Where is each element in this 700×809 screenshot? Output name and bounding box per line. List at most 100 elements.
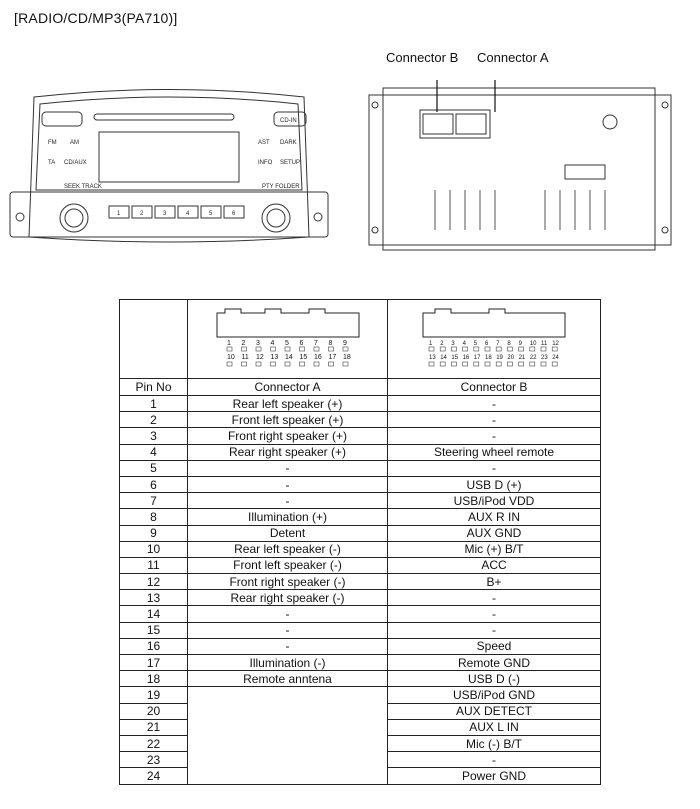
connector-b-function: USB D (+) <box>387 475 601 494</box>
connector-b-pin-bottom-label: 15 <box>451 355 458 361</box>
connector-b-pin-top-label: 11 <box>541 341 548 347</box>
table-row: 16-Speed <box>119 637 601 656</box>
connector-b-function: ACC <box>387 556 601 575</box>
connector-b-pin-top-box <box>507 346 513 351</box>
connector-b-pin-bottom-label: 16 <box>463 355 470 361</box>
connector-b-function: Remote GND <box>387 653 601 672</box>
connector-b-pin-bottom-box <box>540 361 547 366</box>
connector-a-pin-bottom-box <box>226 361 232 366</box>
btn-preset-2: 2 <box>140 211 144 217</box>
connector-b-pin-top-box <box>439 346 446 351</box>
pin-number: 21 <box>119 718 188 736</box>
connector-b-pin-bottom-box <box>551 361 558 366</box>
pin-number: 10 <box>119 540 188 558</box>
connector-b-pin-top-label: 7 <box>496 341 500 347</box>
header-connector-b: Connector B <box>387 378 601 396</box>
connector-b-pin-bottom-box <box>439 361 446 366</box>
connector-b-function: AUX DETECT <box>387 702 601 720</box>
connector-a-function: - <box>187 459 388 477</box>
connector-b-function: - <box>387 589 601 607</box>
radio-front-view: FM AM TA CD/AUX AST DARK INFO SETUP SEEK… <box>9 89 329 243</box>
connector-b-function: - <box>387 751 601 769</box>
table-row: 15-- <box>119 621 601 639</box>
pin-number: 1 <box>119 394 188 413</box>
connector-a-pin-top-label: 9 <box>343 340 347 347</box>
btn-setup: SETUP <box>280 160 300 166</box>
connector-b-pin-top-box <box>551 346 558 351</box>
btn-preset-3: 3 <box>163 211 167 217</box>
pin-number: 14 <box>119 605 188 623</box>
connector-b-pin-bottom-label: 13 <box>429 355 436 361</box>
connector-a-function: Rear left speaker (-) <box>187 540 388 558</box>
connector-b-label: Connector B <box>386 50 459 65</box>
connector-a-function: - <box>187 492 388 510</box>
connector-b-function: USB D (-) <box>387 670 601 688</box>
pin-number: 16 <box>119 637 188 656</box>
connector-b-pin-top-label: 6 <box>485 341 489 347</box>
connector-a-pin-top-box <box>284 346 290 351</box>
connector-a-pin-bottom-label: 12 <box>256 354 264 361</box>
connector-b-pin-top-label: 10 <box>530 341 537 347</box>
connector-a-pin-bottom-label: 15 <box>299 354 307 361</box>
connector-b-pin-top-box <box>462 346 468 351</box>
btn-preset-6: 6 <box>232 211 236 217</box>
connector-a-pin-bottom-label: 14 <box>285 354 293 361</box>
btn-dark: DARK <box>280 140 297 146</box>
pin-number: 18 <box>119 670 188 688</box>
connector-b-pin-bottom-label: 14 <box>440 355 447 361</box>
pin-number: 7 <box>119 492 188 510</box>
table-row: 7-USB/iPod VDD <box>119 492 601 510</box>
connector-b-pin-top-box <box>428 346 435 351</box>
pin-number: 15 <box>119 621 188 639</box>
connector-a-function: Rear left speaker (+) <box>187 394 388 413</box>
connector-a-pin-bottom-box <box>298 361 305 366</box>
connector-a-function: Front left speaker (+) <box>187 411 388 429</box>
connector-a-pin-bottom-label: 17 <box>328 354 336 361</box>
connector-b-function: Steering wheel remote <box>387 443 601 461</box>
pin-number: 4 <box>119 443 188 461</box>
connector-b-function: Speed <box>387 637 601 656</box>
connector-b-pin-bottom-label: 17 <box>474 355 481 361</box>
connector-a-pin-bottom-label: 11 <box>241 354 248 361</box>
connector-b-pin-top-label: 2 <box>440 341 444 347</box>
connector-a-pin-bottom-box <box>313 361 319 366</box>
connector-a-function: Rear right speaker (+) <box>187 443 388 461</box>
btn-cd-in: CD-IN <box>280 118 297 124</box>
header-blank-cell <box>119 299 188 379</box>
connector-a-function: Rear right speaker (-) <box>187 589 388 607</box>
pin-number: 13 <box>119 589 188 607</box>
connector-b-function: USB/iPod GND <box>387 686 601 704</box>
connector-b-pin-top-label: 12 <box>552 341 559 347</box>
connector-b-pin-top-box <box>451 346 457 351</box>
connector-a-function: - <box>187 475 388 494</box>
pin-number: 12 <box>119 573 188 591</box>
connector-a-function: Remote anntena <box>187 670 388 688</box>
connector-a-pin-bottom-box <box>284 361 290 366</box>
connector-b-pin-top-box <box>540 346 547 351</box>
btn-info: INFO <box>258 160 273 166</box>
connector-a-pin-top-box <box>342 346 348 351</box>
connector-b-pin-bottom-label: 18 <box>485 355 492 361</box>
pin-number: 11 <box>119 556 188 575</box>
pin-number: 17 <box>119 653 188 672</box>
btn-am: AM <box>70 140 79 146</box>
connector-a-pin-bottom-box <box>255 361 261 366</box>
connector-b-pin-top-box <box>495 346 502 351</box>
btn-ast: AST <box>258 140 270 146</box>
btn-preset-5: 5 <box>209 211 213 217</box>
connector-a-empty-merged <box>187 686 388 785</box>
header-pin-no: Pin No <box>119 378 188 396</box>
connector-b-pin-bottom-box <box>507 361 513 366</box>
connector-b-pin-bottom-box <box>473 361 480 366</box>
pin-number: 2 <box>119 411 188 429</box>
connector-b-function: AUX L IN <box>387 718 601 736</box>
connector-b-function: Mic (+) B/T <box>387 540 601 558</box>
connector-b-pin-bottom-box <box>495 361 502 366</box>
connector-b-function: AUX R IN <box>387 508 601 526</box>
